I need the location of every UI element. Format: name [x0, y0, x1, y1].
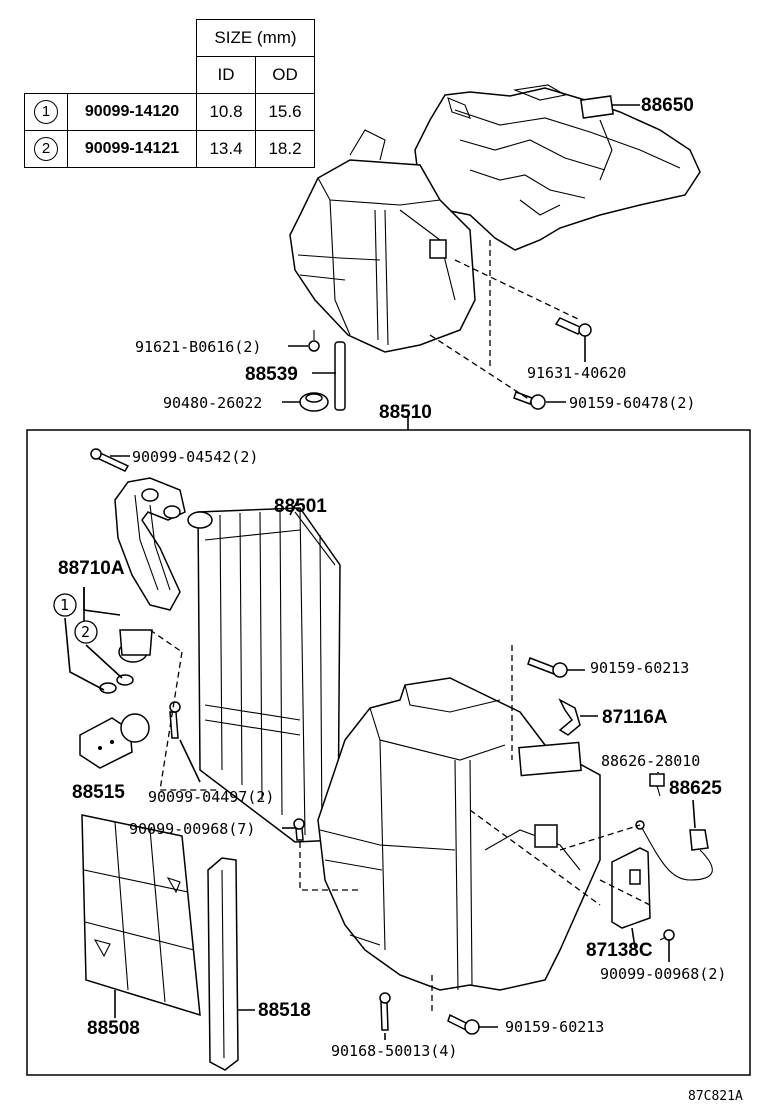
label-88625: 88625: [669, 778, 722, 799]
clip-drawing: [558, 698, 581, 736]
label-88650: 88650: [641, 95, 694, 116]
screw-drawing: [90, 448, 130, 472]
label-90099-04542: 90099-04542(2): [132, 448, 258, 466]
drain-hose-drawing: [299, 330, 346, 412]
row-index-circle: 2: [34, 137, 58, 161]
label-90099-00968-2: 90099-00968(2): [600, 965, 726, 983]
part-number-cell: 90099-14121: [67, 130, 197, 168]
size-table-subheader-row: ID OD: [25, 56, 315, 94]
tube-drawing: [114, 477, 186, 663]
table-row: 2 90099-14121 13.4 18.2: [24, 130, 315, 168]
callout-circle-2: 2: [74, 620, 98, 644]
od-cell: 15.6: [255, 93, 315, 131]
label-90099-04497: 90099-04497(2): [148, 788, 274, 806]
size-table: SIZE (mm) ID OD 1 90099-14120 10.8 15.6 …: [24, 19, 315, 168]
hvac-case-drawing: [317, 677, 601, 991]
sensor-drawing: [635, 773, 713, 881]
label-90480: 90480-26022: [163, 394, 262, 412]
label-88508: 88508: [87, 1018, 140, 1039]
table-row: 1 90099-14120 10.8 15.6: [24, 93, 315, 131]
label-88518: 88518: [258, 1000, 311, 1021]
filter-drawing: [81, 814, 201, 1017]
id-cell: 10.8: [196, 93, 256, 131]
upper-hvac-unit-drawing: [289, 129, 476, 353]
label-90099-00968-7: 90099-00968(7): [129, 820, 255, 838]
screw-drawing: [169, 701, 181, 739]
assembly-box: [26, 429, 751, 1076]
bolt-drawing: [513, 317, 592, 410]
label-87138c: 87138C: [586, 940, 653, 961]
label-88710a: 88710A: [58, 558, 125, 579]
label-90159-60213-bottom: 90159-60213: [505, 1018, 604, 1036]
label-90168: 90168-50013(4): [331, 1042, 457, 1060]
bracket-drawing: [207, 857, 239, 1071]
size-table-header-row: SIZE (mm): [24, 19, 315, 94]
label-88539: 88539: [245, 364, 298, 385]
svg-text:1: 1: [60, 596, 69, 614]
od-cell: 18.2: [255, 130, 315, 168]
o-ring-drawing: [99, 682, 117, 694]
duct-frame-drawing: [414, 84, 701, 251]
label-88510: 88510: [379, 402, 432, 423]
diagram-code: 87C821A: [688, 1089, 743, 1104]
evaporator-drawing: [187, 507, 341, 843]
holder-drawing: [611, 847, 651, 929]
label-91621: 91621-B0616(2): [135, 338, 261, 356]
label-88515: 88515: [72, 782, 125, 803]
callout-circle-1: 1: [53, 593, 77, 617]
label-91631: 91631-40620: [527, 364, 626, 382]
expansion-valve-drawing: [79, 713, 150, 769]
label-90159-60213-top: 90159-60213: [590, 659, 689, 677]
svg-text:2: 2: [81, 623, 90, 641]
label-87116a: 87116A: [602, 707, 668, 728]
label-90159-60478: 90159-60478(2): [569, 394, 695, 412]
id-cell: 13.4: [196, 130, 256, 168]
row-index-circle: 1: [34, 100, 58, 124]
part-number-cell: 90099-14120: [67, 93, 197, 131]
screw-drawing: [659, 929, 675, 941]
label-88626: 88626-28010: [601, 752, 700, 770]
label-88501: 88501: [274, 496, 327, 517]
